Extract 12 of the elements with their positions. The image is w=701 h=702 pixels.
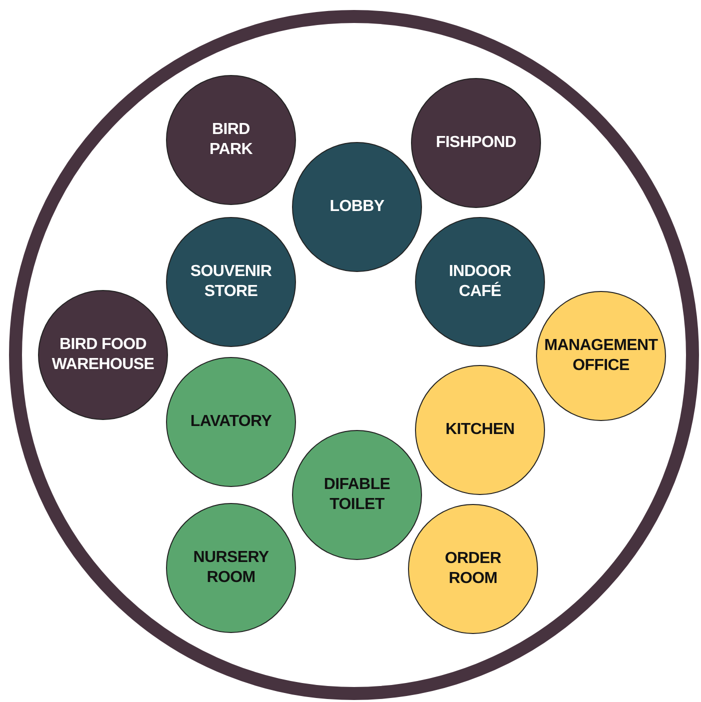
room-label: LOBBY <box>328 197 386 217</box>
room-label: BIRD FOOD WAREHOUSE <box>50 335 156 375</box>
room-label: BIRD PARK <box>208 120 254 160</box>
room-label: MANAGEMENT OFFICE <box>543 336 659 376</box>
room-label: LAVATORY <box>189 412 273 432</box>
room-label: INDOOR CAFÉ <box>448 262 512 302</box>
room-label: ORDER ROOM <box>444 549 502 589</box>
room-label: NURSERY ROOM <box>192 548 270 588</box>
room-label: KITCHEN <box>444 420 516 440</box>
room-label: DIFABLE TOILET <box>322 475 392 515</box>
room-label: SOUVENIR STORE <box>189 262 273 302</box>
room-label: FISHPOND <box>434 133 518 153</box>
